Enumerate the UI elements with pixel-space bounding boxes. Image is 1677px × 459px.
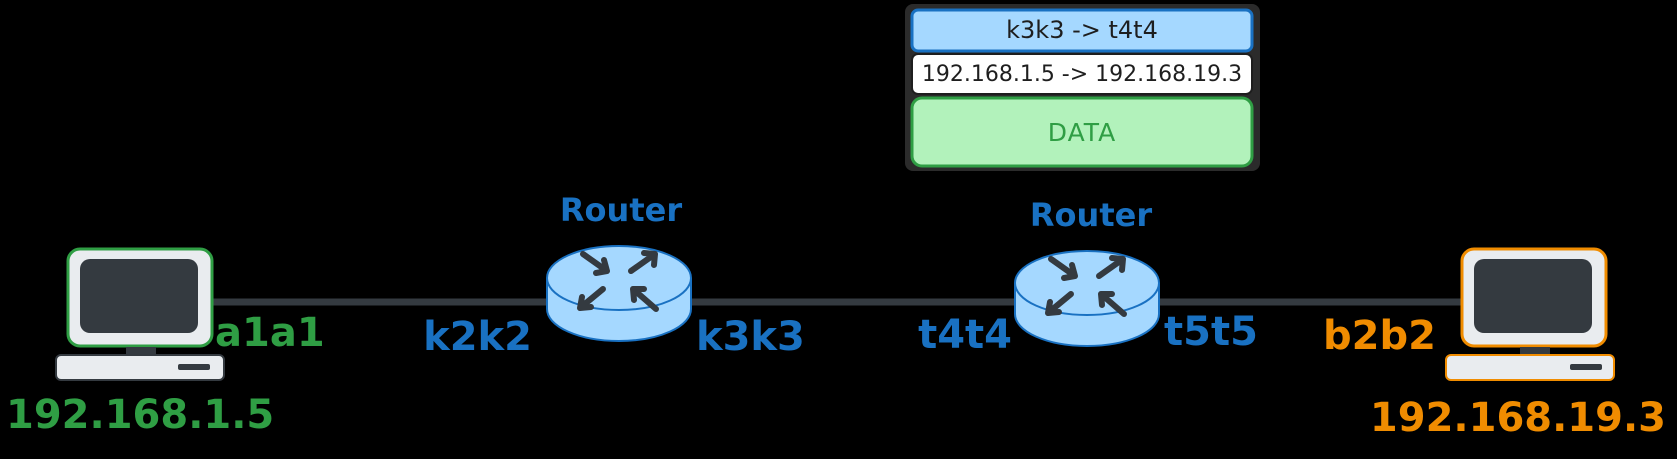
ip-header: 192.168.1.5 -> 192.168.19.3	[911, 53, 1253, 95]
host-left-ip: 192.168.1.5	[6, 392, 274, 438]
frame-header: k3k3 -> t4t4	[910, 8, 1254, 53]
host-right-ip: 192.168.19.3	[1370, 395, 1666, 441]
router-1-label: Router	[560, 191, 682, 229]
router-icon	[546, 245, 692, 342]
computer-icon	[1445, 247, 1615, 381]
router-1-right-interface: k3k3	[696, 314, 805, 360]
host-right: b2b2 192.168.19.3	[1323, 247, 1666, 441]
computer-icon	[55, 247, 225, 381]
router-2-right-interface: t5t5	[1164, 309, 1258, 355]
router-icon	[1014, 250, 1160, 347]
packet: k3k3 -> t4t4 192.168.1.5 -> 192.168.19.3…	[905, 4, 1260, 171]
router-1: Router k2k2 k3k3	[423, 191, 805, 360]
host-left-interface: a1a1	[215, 310, 325, 356]
frame-header-text: k3k3 -> t4t4	[1006, 16, 1158, 44]
router-1-left-interface: k2k2	[423, 314, 532, 360]
router-2-label: Router	[1030, 196, 1152, 234]
router-2: Router t4t4 t5t5	[918, 196, 1258, 358]
host-right-interface: b2b2	[1323, 313, 1436, 359]
router-2-left-interface: t4t4	[918, 312, 1012, 358]
payload-text: DATA	[1048, 118, 1116, 147]
host-left: a1a1 192.168.1.5	[6, 247, 325, 438]
payload: DATA	[910, 96, 1254, 168]
ip-header-text: 192.168.1.5 -> 192.168.19.3	[922, 62, 1242, 87]
